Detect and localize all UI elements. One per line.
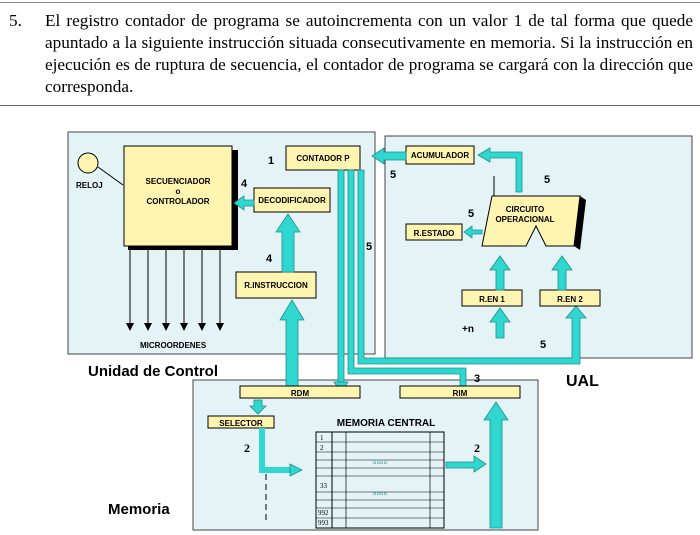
sequencer-label-3: CONTROLADOR — [146, 197, 209, 206]
r-en2-label: R.EN 2 — [557, 295, 583, 304]
contador-box — [285, 145, 361, 171]
circuit-label-1: CIRCUITO — [506, 205, 545, 214]
clock-line — [97, 166, 124, 186]
contador-label: CONTADOR P — [296, 154, 350, 163]
rinst-to-decoder-arrow — [275, 213, 301, 273]
r-estado-label: R.ESTADO — [414, 229, 455, 238]
paragraph: 5. El registro contador de programa se a… — [0, 0, 700, 106]
r-en2-box — [539, 289, 601, 307]
r-instruccion-box — [235, 271, 317, 299]
rdm-to-selector-arrow — [249, 399, 267, 415]
top-rule — [0, 2, 700, 3]
circuit-label-2: OPERACIONAL — [495, 215, 554, 224]
alu-panel — [384, 135, 693, 359]
memory-grid-rows — [316, 441, 444, 519]
rim-label: RIM — [453, 389, 468, 398]
r-en1-box — [461, 289, 523, 307]
step-2-a: 2 — [244, 441, 250, 455]
reloj-label: RELOJ — [76, 181, 103, 190]
rdm-label: RDM — [291, 389, 310, 398]
memory-to-rim-arrow — [445, 455, 487, 473]
selector-to-memory-bus — [259, 428, 290, 473]
mem-row-2: 2 — [320, 444, 324, 452]
plus-n-label: +n — [462, 324, 474, 335]
sequencer-box — [123, 145, 233, 247]
acumulador-label: ACUMULADOR — [411, 151, 469, 160]
mem-dots-2: ▫▫▫▫ — [373, 489, 387, 500]
sequencer-label-1: SECUENCIADOR — [146, 177, 211, 186]
r-instruccion-label: R.INSTRUCCION — [244, 281, 308, 290]
alu-title: UAL — [566, 373, 599, 390]
acc-to-pc-arrow — [371, 147, 407, 165]
decodificador-box — [253, 187, 331, 213]
rim-box — [399, 385, 521, 399]
step-5-a: 5 — [366, 241, 372, 253]
circuit-to-estado-arrow — [463, 225, 483, 239]
step-5-e: 5 — [540, 339, 546, 351]
ren2-to-circuit-arrow — [551, 255, 573, 291]
step-2-b: 2 — [474, 441, 480, 455]
step-4-a: 4 — [241, 178, 248, 190]
rdm-box — [239, 385, 361, 399]
rim-up-arrow — [483, 401, 509, 529]
step-5-b: 5 — [390, 169, 396, 181]
decoder-to-sequencer-arrow — [233, 195, 255, 211]
step-5-d: 5 — [468, 208, 474, 220]
paragraph-number: 5. — [9, 11, 22, 30]
r-en1-label: R.EN 1 — [479, 295, 505, 304]
mem-row-33: 33 — [320, 482, 328, 490]
circuit-to-acc-arrow — [477, 147, 523, 193]
step-4-b: 4 — [266, 253, 273, 265]
plusn-to-ren1-arrow — [489, 307, 511, 339]
control-unit-title: Unidad de Control — [88, 363, 218, 380]
step-1: 1 — [268, 155, 274, 167]
step-3: 3 — [474, 373, 480, 385]
mem-row-992: 992 — [318, 509, 329, 517]
paragraph-text: El registro contador de programa se auto… — [45, 11, 693, 96]
mem-row-993: 993 — [318, 519, 329, 527]
selector-box — [207, 415, 275, 429]
memoria-central-label: MEMORIA CENTRAL — [337, 418, 436, 429]
microordenes-label: MICROORDENES — [140, 341, 207, 350]
rdm-to-rinst-arrow — [279, 299, 305, 387]
bus-to-ren2 — [357, 169, 587, 365]
ren1-to-circuit-arrow — [489, 255, 511, 291]
circuit-shadow — [574, 196, 586, 250]
microordenes-arrows — [126, 250, 224, 331]
memory-grid — [315, 431, 445, 529]
step-5-c: 5 — [544, 174, 550, 186]
selector-to-memory-head — [289, 463, 303, 477]
mem-row-1: 1 — [320, 434, 324, 442]
r-estado-box — [405, 223, 463, 241]
mem-dots-1: ▫▫▫▫ — [373, 458, 387, 469]
sequencer-label-2: o — [176, 187, 181, 196]
selector-label: SELECTOR — [219, 419, 263, 428]
memory-title: Memoria — [108, 501, 170, 518]
clock-icon — [77, 152, 99, 174]
decodificador-label: DECODIFICADOR — [258, 196, 326, 205]
pc-down-bus — [337, 169, 345, 383]
bottom-rule — [0, 105, 700, 106]
circuit-box — [481, 195, 581, 247]
